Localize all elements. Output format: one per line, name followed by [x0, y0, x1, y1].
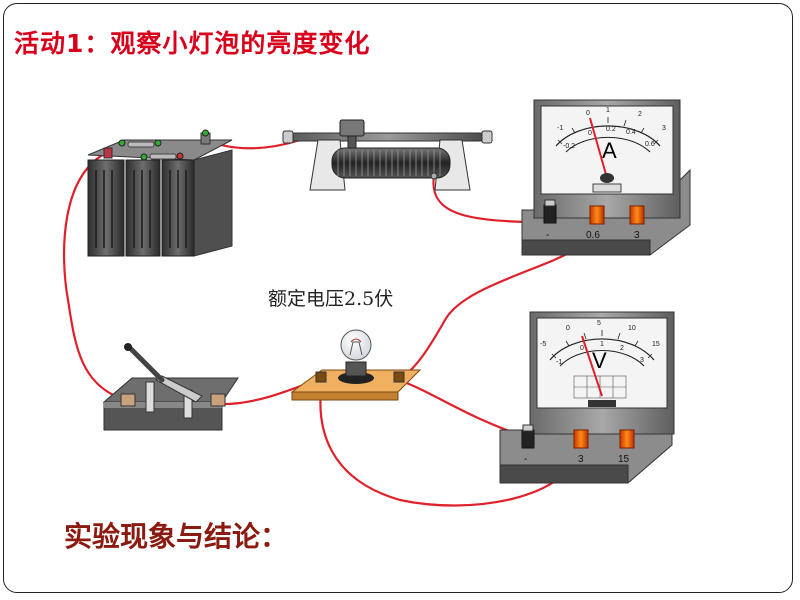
ammeter-terminals [543, 199, 645, 225]
voltmeter-outer-tick: 5 [597, 320, 601, 327]
rheostat-icon [282, 119, 493, 191]
ammeter-outer-tick: 0 [586, 110, 590, 117]
voltmeter-needle [581, 335, 603, 397]
ammeter-terminal-label: 0.6 [586, 230, 600, 241]
ammeter-inner-tick: 0.2 [606, 126, 616, 133]
rated-voltage-label: 额定电压2.5伏 [268, 288, 394, 310]
ammeter-needle [589, 117, 608, 179]
wire-bulb-to-voltmeter-neg [396, 378, 532, 440]
voltmeter-icon: -5 0 5 10 15 -1 0 1 2 3 V - 3 15 [499, 311, 675, 484]
voltmeter-inner-tick: 2 [620, 345, 624, 352]
voltmeter-inner-tick: 0 [580, 345, 584, 352]
voltmeter-letter: V [592, 348, 607, 373]
voltmeter-terminal-label: - [524, 454, 527, 465]
knife-switch-icon [102, 343, 239, 431]
ammeter-inner-tick: 0.6 [645, 141, 655, 148]
ammeter-letter: A [602, 138, 617, 163]
voltmeter-terminal-label: 3 [578, 454, 584, 465]
ammeter-outer-tick: -1 [557, 125, 563, 132]
voltmeter-terminals [521, 424, 635, 449]
voltmeter-outer-tick: 10 [628, 325, 636, 332]
ammeter-outer-tick: 3 [662, 125, 666, 132]
battery-pack-icon [87, 129, 233, 257]
voltmeter-inner-tick: -1 [556, 359, 562, 366]
wire-battery-to-switch [62, 150, 127, 402]
voltmeter-outer-tick: 0 [566, 325, 570, 332]
voltmeter-grid [573, 375, 627, 399]
voltmeter-inner-tick: 1 [600, 341, 604, 348]
ammeter-inner-tick: -0.2 [563, 143, 575, 150]
ammeter-icon: -1 0 1 2 3 -0.2 0 0.2 0.4 0.6 A - 0.6 3 [521, 99, 691, 256]
bulb-icon [290, 329, 422, 401]
voltmeter-terminal-label: 15 [618, 454, 630, 465]
ammeter-outer-tick: 1 [606, 107, 610, 114]
ammeter-outer-tick: 2 [638, 111, 642, 118]
voltmeter-outer-tick: -5 [540, 341, 546, 348]
ammeter-inner-tick: 0 [588, 130, 592, 137]
conclusion-heading: 实验现象与结论： [64, 520, 289, 553]
voltmeter-outer-tick: 15 [652, 341, 660, 348]
ammeter-terminal-label: - [546, 230, 549, 241]
slide-title: 活动1：观察小灯泡的亮度变化 [14, 29, 371, 58]
ammeter-terminal-label: 3 [634, 230, 640, 241]
ammeter-inner-tick: 0.4 [626, 129, 636, 136]
voltmeter-inner-tick: 3 [640, 357, 644, 364]
